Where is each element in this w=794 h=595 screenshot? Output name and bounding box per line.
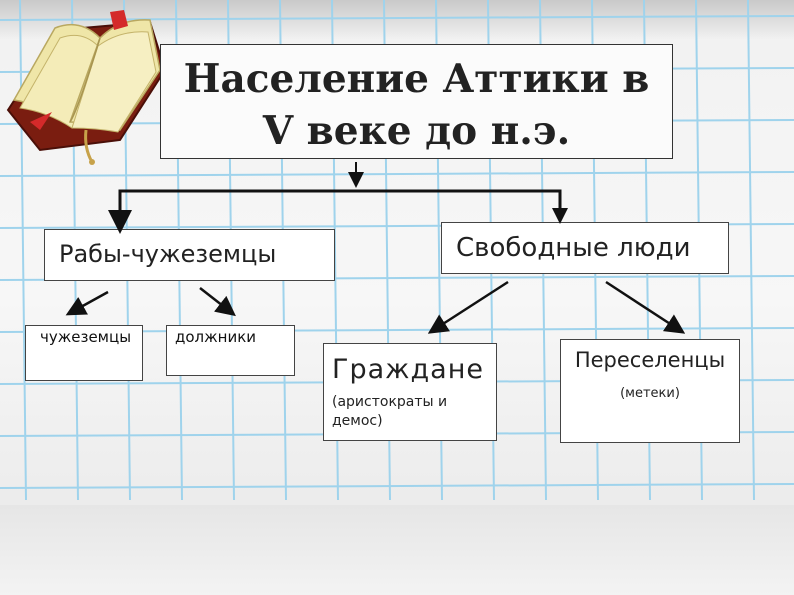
- node-slaves-label: Рабы-чужеземцы: [59, 240, 277, 268]
- title-box: Население Аттики в V веке до н.э.: [160, 44, 673, 159]
- node-citizens-subtitle: (аристократы и демос): [332, 394, 448, 429]
- open-book-icon: [6, 10, 167, 165]
- node-debtors: должники: [166, 325, 295, 376]
- grid-line-vertical: [19, 0, 27, 500]
- node-foreigners: чужеземцы: [25, 325, 143, 381]
- node-foreigners-label: чужеземцы: [40, 328, 132, 346]
- node-slaves: Рабы-чужеземцы: [44, 229, 335, 281]
- bottom-band: [0, 505, 794, 595]
- grid-line-horizontal: [0, 15, 794, 21]
- grid-line-vertical: [747, 0, 755, 500]
- grid-line-horizontal: [0, 483, 794, 489]
- node-settlers: Переселенцы (метеки): [560, 339, 740, 443]
- node-settlers-label: Переселенцы: [574, 348, 726, 372]
- grid-line-horizontal: [0, 171, 794, 177]
- node-citizens: Граждане (аристократы и демос): [323, 343, 497, 441]
- node-settlers-subtitle: (метеки): [620, 386, 680, 401]
- title-line-1: Население Аттики в: [183, 56, 650, 102]
- node-citizens-label: Граждане: [332, 354, 484, 385]
- title-line-2: V веке до н.э.: [262, 108, 571, 154]
- node-free-people-label: Свободные люди: [456, 233, 691, 263]
- node-debtors-label: должники: [175, 328, 257, 346]
- node-free-people: Свободные люди: [441, 222, 729, 274]
